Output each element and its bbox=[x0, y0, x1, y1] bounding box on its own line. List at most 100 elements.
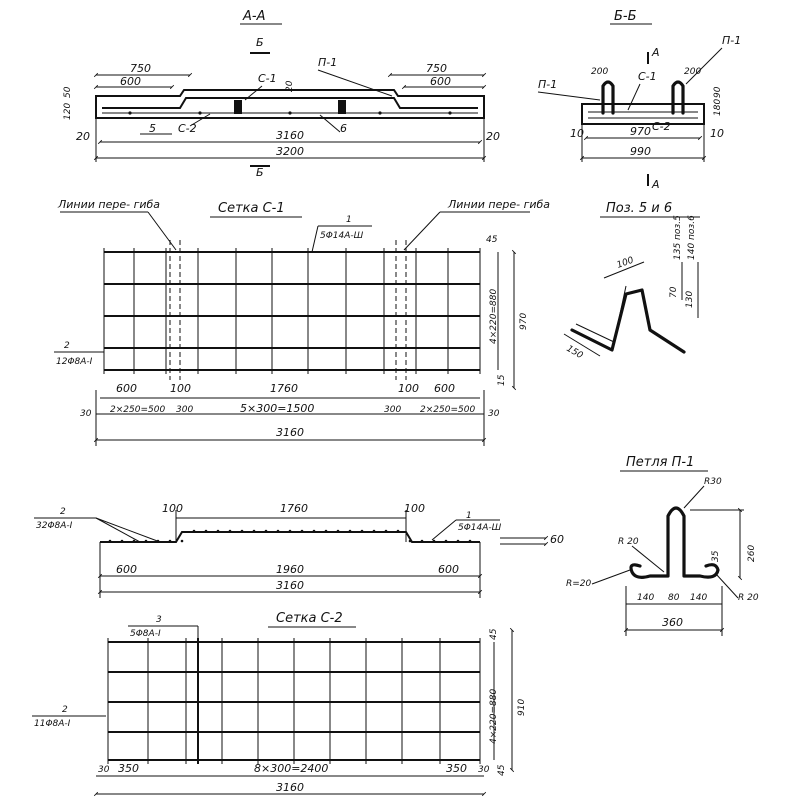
leader-line bbox=[683, 485, 705, 509]
rebar-dot bbox=[288, 111, 292, 115]
dim-70: 70 bbox=[669, 286, 679, 298]
rebar-dot bbox=[128, 111, 132, 115]
leader-line bbox=[631, 545, 665, 573]
r20-a-label: R 20 bbox=[618, 537, 639, 547]
dim-4x220: 4×220=880 bbox=[489, 689, 499, 744]
rebar-dot bbox=[468, 539, 472, 543]
pos3-number: 3 bbox=[156, 615, 162, 625]
dim-45-top: 45 bbox=[489, 628, 499, 640]
dim-line bbox=[603, 261, 645, 279]
leader-line bbox=[95, 517, 161, 543]
pos-5-label: 5 bbox=[149, 122, 156, 135]
rebar-dot bbox=[420, 539, 424, 543]
rebar-dot bbox=[144, 539, 148, 543]
section-outline bbox=[581, 103, 705, 125]
loop-shape bbox=[629, 506, 720, 579]
pos2-spec: 32Φ8А-I bbox=[36, 521, 73, 531]
loop-p1: Петля П-1 R30 R 20 R=20 R 20 35 260 140 … bbox=[566, 455, 759, 636]
rebar-dot bbox=[348, 529, 352, 533]
mesh-c1-title: Сетка С-1 bbox=[218, 201, 285, 216]
dim-970: 970 bbox=[630, 125, 651, 138]
dim-100-right: 100 bbox=[398, 382, 419, 395]
dim-90: 90 bbox=[713, 86, 723, 98]
loop-p1-title: Петля П-1 bbox=[626, 455, 694, 470]
dim-350-left: 350 bbox=[118, 762, 139, 775]
dim-200-left: 200 bbox=[591, 67, 608, 77]
dim-line bbox=[563, 333, 601, 357]
loop-right bbox=[671, 80, 685, 115]
rebar-dot bbox=[456, 539, 460, 543]
dim-180: 180 bbox=[713, 99, 723, 116]
rebar-dot bbox=[432, 539, 436, 543]
pos-5-6: Поз. 5 и 6 100 70 130 135 поз.5 140 поз.… bbox=[563, 201, 700, 361]
rebar-dot bbox=[264, 529, 268, 533]
leader-line bbox=[537, 91, 601, 101]
dim-260: 260 bbox=[747, 545, 757, 562]
bend-label-right: Линии пере- гиба bbox=[447, 198, 550, 211]
dim-350-right: 350 bbox=[446, 762, 467, 775]
mesh-c1-grid bbox=[103, 240, 481, 380]
dim-150: 150 bbox=[565, 344, 585, 361]
mesh-c1-label: С-1 bbox=[258, 72, 277, 85]
rebar-dot bbox=[192, 529, 196, 533]
rebar-dot bbox=[180, 539, 184, 543]
loop-left-label: П-1 bbox=[538, 78, 557, 91]
mesh-c1-side: 2 32Φ8А-I 100 1760 100 1 5Φ14А-Ш 60 600 … bbox=[34, 502, 564, 598]
dim-45-bottom: 45 bbox=[497, 764, 507, 776]
dim-600-right: 600 bbox=[434, 382, 455, 395]
rebar-dot bbox=[396, 529, 400, 533]
rebar-dot bbox=[336, 529, 340, 533]
note-pos6: 140 поз.6 bbox=[687, 215, 697, 260]
rebar-dot bbox=[204, 529, 208, 533]
dim-1960: 1960 bbox=[276, 563, 304, 576]
leader-line bbox=[147, 211, 177, 251]
rebar-dot bbox=[132, 539, 136, 543]
rebar-dot bbox=[228, 529, 232, 533]
pos1-number: 1 bbox=[346, 215, 352, 225]
dim-600-left: 600 bbox=[116, 382, 137, 395]
dim-80: 80 bbox=[668, 593, 680, 603]
pos2-number: 2 bbox=[62, 705, 68, 715]
dim-3160: 3160 bbox=[276, 426, 304, 439]
dim-20-top: 20 bbox=[285, 80, 295, 92]
dim-30-left: 30 bbox=[80, 409, 92, 419]
rebar-dot bbox=[378, 111, 382, 115]
rebar-dot bbox=[408, 539, 412, 543]
leader-line bbox=[431, 519, 457, 541]
rebar-dot bbox=[448, 111, 452, 115]
rebar-dot bbox=[120, 539, 124, 543]
dim-100-right: 100 bbox=[404, 502, 425, 515]
dim-45: 45 bbox=[486, 235, 498, 245]
section-aa: А-А Б 750 600 750 600 П-1 С-1 20 120 50 … bbox=[63, 9, 500, 179]
dim-300-left: 300 bbox=[176, 405, 193, 415]
rebar-dot bbox=[108, 539, 112, 543]
dim-30-left: 30 bbox=[98, 765, 110, 775]
dim-30-right: 30 bbox=[488, 409, 500, 419]
dim-600-right: 600 bbox=[430, 75, 451, 88]
dim-20-right: 20 bbox=[486, 130, 500, 143]
dim-910: 910 bbox=[517, 699, 527, 716]
leader-line bbox=[189, 113, 211, 127]
r20-b-label: R=20 bbox=[566, 579, 592, 589]
dim-130: 130 bbox=[685, 291, 695, 308]
dim-50: 50 bbox=[63, 86, 73, 98]
dim-300-right: 300 bbox=[384, 405, 401, 415]
leader-line bbox=[627, 83, 641, 111]
cut-marker-b-bottom: Б bbox=[256, 166, 264, 179]
pos1-number: 1 bbox=[466, 511, 472, 521]
cut-marker-a-top: А bbox=[651, 46, 660, 59]
pos2-spec: 11Φ8А-I bbox=[34, 719, 71, 729]
r30-label: R30 bbox=[704, 477, 722, 487]
dim-60: 60 bbox=[550, 533, 564, 546]
dim-750-left: 750 bbox=[130, 62, 151, 75]
dim-35: 35 bbox=[711, 550, 721, 562]
loop-right-label: П-1 bbox=[722, 34, 741, 47]
pos2-spec: 12Φ8А-I bbox=[56, 357, 93, 367]
mesh-c2-label: С-2 bbox=[652, 120, 671, 133]
mesh-c1-label: С-1 bbox=[638, 70, 657, 83]
dim-600-left: 600 bbox=[116, 563, 137, 576]
dim-5x300: 5×300=1500 bbox=[240, 402, 314, 415]
slab-outline bbox=[95, 89, 485, 119]
loop-label-p1: П-1 bbox=[318, 56, 337, 69]
section-bb: Б-Б А П-1 П-1 200 200 С-1 С-2 180 90 970… bbox=[537, 9, 741, 191]
